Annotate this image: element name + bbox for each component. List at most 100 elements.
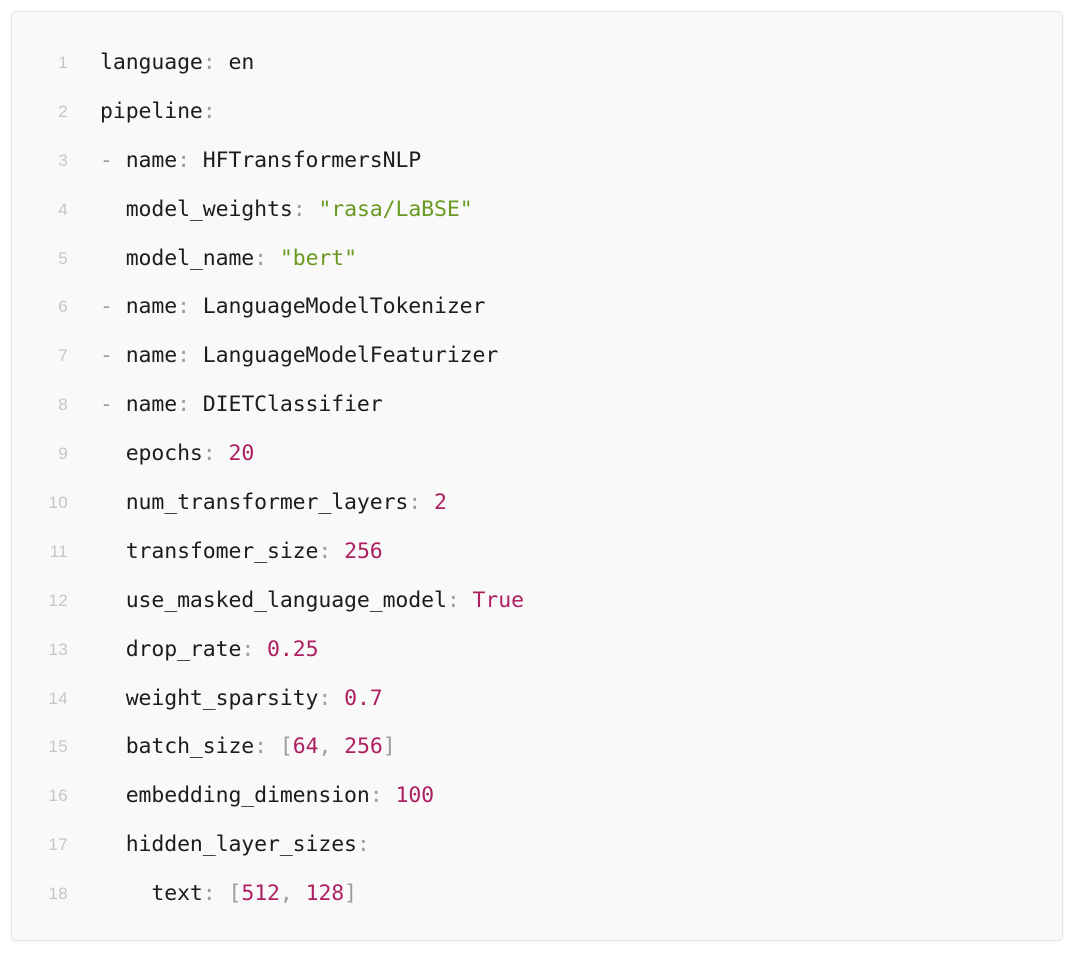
code-token — [100, 197, 126, 222]
code-token: : — [318, 538, 332, 564]
code-token: : — [318, 685, 332, 711]
code-line[interactable]: 7- name: LanguageModelFeaturizer — [12, 332, 1062, 381]
code-token: [ — [228, 881, 242, 907]
code-token: num_transformer_layers — [125, 490, 409, 516]
line-number: 14 — [48, 688, 68, 708]
line-number: 15 — [48, 737, 68, 757]
code-line-content: text: [512, 128] — [100, 870, 357, 919]
code-token — [216, 881, 229, 906]
code-line[interactable]: 9 epochs: 20 — [12, 430, 1062, 479]
code-token: DIETClassifier — [189, 392, 383, 418]
line-number: 3 — [58, 150, 68, 170]
code-token: name — [125, 147, 178, 173]
code-token — [331, 539, 344, 564]
code-line-content: embedding_dimension: 100 — [100, 772, 434, 821]
code-token: 128 — [305, 881, 345, 907]
line-number: 4 — [58, 199, 68, 219]
code-token: : — [177, 392, 190, 418]
code-token: : — [177, 343, 190, 369]
code-token: 0.25 — [267, 636, 319, 662]
code-token: - — [100, 392, 126, 418]
code-token — [460, 588, 473, 613]
code-token: : — [177, 147, 190, 173]
code-line[interactable]: 17 hidden_layer_sizes: — [12, 821, 1062, 870]
code-line[interactable]: 10 num_transformer_layers: 2 — [12, 479, 1062, 528]
code-line-content: transfomer_size: 256 — [100, 528, 383, 577]
code-line[interactable]: 5 model_name: "bert" — [12, 235, 1062, 284]
code-line[interactable]: 6- name: LanguageModelTokenizer — [12, 283, 1062, 332]
code-line-content: batch_size: [64, 256] — [100, 723, 396, 772]
code-line[interactable]: 15 batch_size: [64, 256] — [12, 723, 1062, 772]
code-line-content: model_weights: "rasa/LaBSE" — [100, 186, 473, 235]
code-token: epochs — [125, 441, 203, 467]
code-line-content: num_transformer_layers: 2 — [100, 479, 447, 528]
code-line[interactable]: 3 - name: HFTransformersNLP — [12, 137, 1062, 186]
code-token: - — [100, 147, 126, 173]
code-token: : — [202, 881, 216, 907]
code-token: weight_sparsity — [125, 685, 319, 711]
code-token: - — [100, 294, 126, 320]
code-line-content: hidden_layer_sizes: — [100, 821, 370, 870]
line-number: 16 — [48, 786, 68, 806]
line-number: 1 — [58, 53, 68, 72]
code-token — [100, 490, 126, 515]
code-line[interactable]: 13 drop_rate: 0.25 — [12, 626, 1062, 675]
code-line[interactable]: 8 - name: DIETClassifier — [12, 381, 1062, 430]
code-token: HFTransformersNLP — [189, 147, 422, 173]
code-token — [100, 783, 126, 808]
code-token: LanguageModelTokenizer — [189, 294, 486, 320]
code-token — [100, 832, 126, 857]
code-token: , — [318, 734, 345, 760]
line-number: 9 — [58, 444, 68, 464]
code-line-content: epochs: 20 — [100, 430, 255, 479]
code-token: : — [202, 98, 216, 124]
code-line-content: drop_rate: 0.25 — [100, 626, 319, 675]
code-line[interactable]: 18 text: [512, 128] — [12, 870, 1062, 919]
code-token: name — [125, 392, 178, 418]
code-token — [421, 490, 434, 515]
code-token — [267, 734, 280, 759]
code-token: True — [472, 587, 524, 613]
line-number: 8 — [58, 395, 68, 415]
code-line-content: weight_sparsity: 0.7 — [100, 675, 383, 724]
code-line[interactable]: 1 language: en — [12, 39, 1062, 88]
code-token: drop_rate — [125, 636, 242, 662]
code-token: "bert" — [279, 245, 357, 271]
code-token: : — [202, 50, 216, 75]
code-line[interactable]: 4 model_weights: "rasa/LaBSE" — [12, 186, 1062, 235]
code-token: 20 — [228, 441, 255, 467]
code-token — [100, 881, 151, 906]
code-token — [254, 637, 267, 662]
code-line[interactable]: 16 embedding_dimension: 100 — [12, 772, 1062, 821]
code-line[interactable]: 12 use_masked_language_model: True — [12, 577, 1062, 626]
line-number: 10 — [48, 493, 68, 513]
code-token: 256 — [344, 734, 383, 760]
code-token: transfomer_size — [125, 538, 319, 564]
code-token: - — [100, 343, 126, 369]
code-token: : — [292, 196, 306, 222]
code-token — [100, 686, 126, 711]
code-token: [ — [279, 734, 293, 760]
code-token — [100, 637, 126, 662]
code-token: pipeline — [100, 98, 203, 124]
line-number: 7 — [58, 346, 68, 366]
line-number: 13 — [48, 639, 68, 659]
code-line-content: language: en — [100, 39, 254, 88]
line-number: 12 — [48, 590, 68, 610]
code-token: ] — [382, 734, 396, 760]
code-token: name — [125, 294, 178, 320]
code-line-content: - name: HFTransformersNLP — [100, 137, 421, 186]
code-token: hidden_layer_sizes — [125, 832, 357, 858]
code-token — [267, 246, 280, 271]
code-line[interactable]: 14 weight_sparsity: 0.7 — [12, 675, 1062, 724]
code-line[interactable]: 11 transfomer_size: 256 — [12, 528, 1062, 577]
code-token: 512 — [241, 881, 280, 907]
code-token — [216, 441, 229, 466]
code-token: LanguageModelFeaturizer — [189, 343, 499, 369]
code-token: 100 — [395, 783, 435, 809]
line-number: 18 — [48, 884, 68, 904]
code-token: batch_size — [125, 734, 255, 760]
line-number: 17 — [48, 835, 68, 855]
